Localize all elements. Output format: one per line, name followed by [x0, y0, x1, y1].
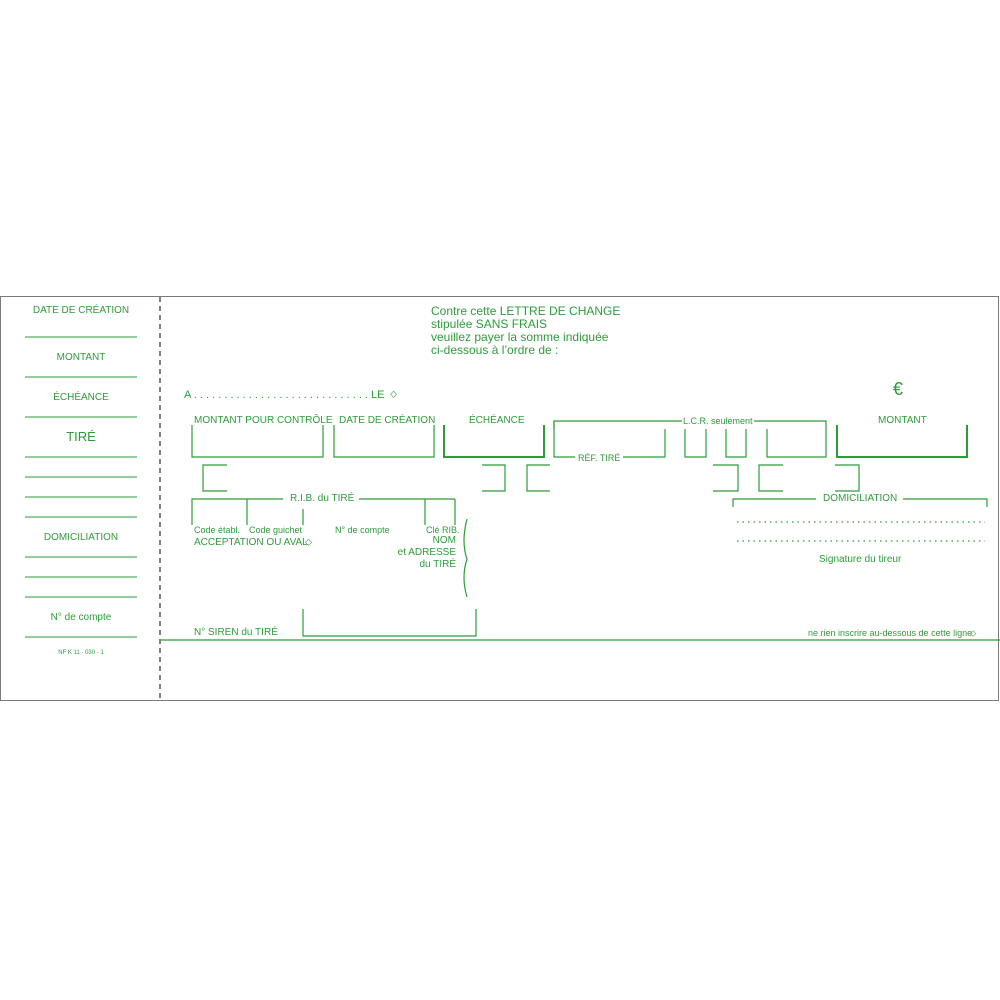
label-nom: NOM [432, 535, 456, 546]
arrow-icon: ⬦ [305, 537, 312, 548]
domiciliation-title: DOMICILIATION [823, 493, 898, 504]
stub-no-compte: N° de compte [50, 612, 112, 623]
euro-icon: € [893, 379, 904, 399]
stub-norme: NF K 11 - 030 - 1 [58, 650, 104, 656]
stub-tire: TIRÉ [66, 429, 96, 444]
small-boxes [202, 464, 860, 492]
label-echeance: ÉCHÉANCE [469, 415, 525, 426]
arrow-icon: ⬦ [970, 628, 977, 638]
header-line-1: Contre cette LETTRE DE CHANGE [431, 304, 621, 318]
stub-montant: MONTANT [56, 352, 106, 363]
label-code-etabl: Code établ. [194, 525, 241, 535]
label-lcr: L.C.R. seulement [682, 416, 754, 427]
rib-title: R.I.B. du TIRÉ [288, 493, 357, 505]
stub-date-creation: DATE DE CRÉATION [32, 305, 130, 316]
label-du-tire: du TIRÉ [419, 559, 457, 570]
label-code-guichet: Code guichet [249, 525, 303, 535]
label-no-compte: N° de compte [335, 525, 390, 535]
label-ref-tire: RÉF. TIRÉ [575, 453, 624, 464]
rib-bracket [191, 498, 468, 598]
label-montant-controle: MONTANT POUR CONTRÔLE [194, 415, 333, 426]
header-line-3: veuillez payer la somme indiquée [431, 330, 609, 344]
place-date-line: A . . . . . . . . . . . . . . . . . . . … [184, 389, 385, 401]
arrow-icon: ⬦ [390, 389, 397, 400]
label-montant: MONTANT [878, 415, 927, 426]
label-cle-rib: Clé RIB. [426, 525, 460, 535]
bill-of-exchange-form: DATE DE CRÉATION MONTANT ÉCHÉANCE TIRÉ D… [0, 296, 1000, 702]
stub-domiciliation: DOMICILIATION [43, 532, 119, 543]
label-acceptation: ACCEPTATION OU AVAL [194, 537, 308, 548]
siren-box [302, 609, 477, 637]
notice-label: ne rien inscrire au-dessous de cette lig… [808, 628, 973, 638]
header-line-2: stipulée SANS FRAIS [431, 317, 548, 331]
form-rules [25, 297, 1000, 702]
stub-rules [25, 336, 137, 638]
label-date-creation: DATE DE CRÉATION [339, 415, 436, 426]
siren-label: N° SIREN du TIRÉ [194, 627, 278, 638]
header-line-4: ci-dessous à l’ordre de : [431, 343, 559, 357]
stub-echeance: ÉCHÉANCE [53, 392, 109, 403]
domiciliation-box [732, 498, 988, 542]
label-et-adresse: et ADRESSE [397, 547, 456, 558]
signature-label: Signature du tireur [819, 554, 902, 565]
